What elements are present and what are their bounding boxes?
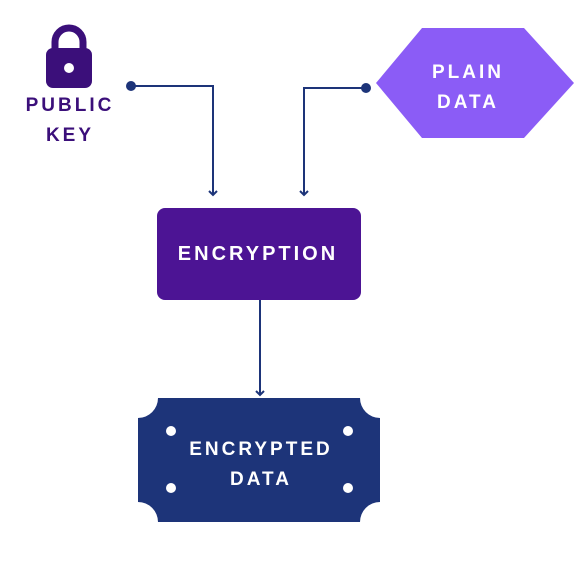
connector-plain-data <box>299 83 371 197</box>
encryption-label: ENCRYPTION <box>177 243 339 265</box>
encrypted-data-box <box>138 398 380 522</box>
public-key-label-line1: PUBLIC <box>25 95 115 116</box>
encrypted-data-label-line2: DATA <box>230 469 292 490</box>
encrypted-data-label-line1: ENCRYPTED <box>189 439 333 460</box>
corner-dot <box>343 426 353 436</box>
public-key-label-line2: KEY <box>45 125 95 146</box>
corner-dot <box>343 483 353 493</box>
encryption-box <box>157 208 361 300</box>
plain-data-label-line1: PLAIN <box>432 62 504 83</box>
corner-dot <box>166 483 176 493</box>
plain-data-hexagon <box>376 28 574 138</box>
lock-icon <box>46 24 92 88</box>
corner-dot <box>166 426 176 436</box>
plain-data-label-line2: DATA <box>437 92 499 113</box>
connector-public-key <box>126 81 218 197</box>
